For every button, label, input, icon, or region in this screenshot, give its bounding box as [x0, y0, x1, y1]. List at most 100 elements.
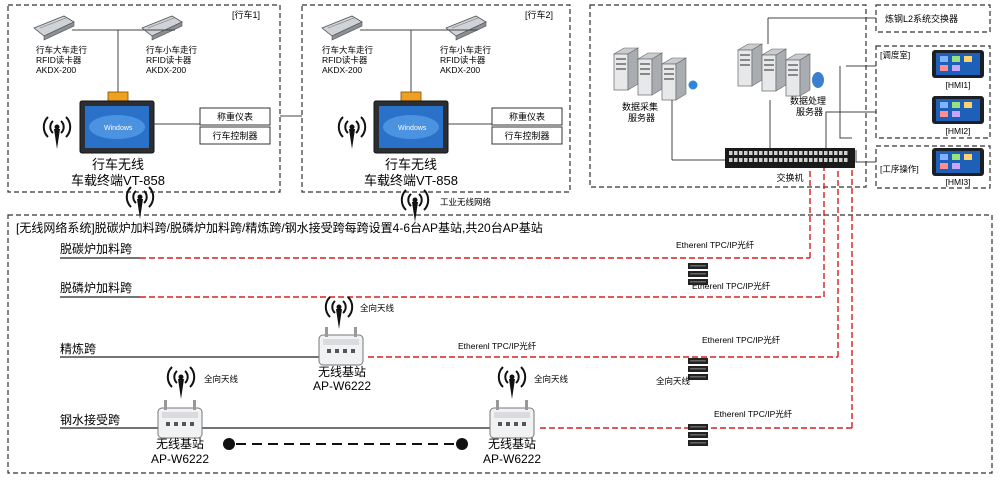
ap-right-name: 无线基站 — [488, 437, 536, 451]
switch-port — [754, 151, 758, 155]
industrial-antenna-icon — [400, 189, 430, 223]
ap-right-omni-label: 全向天线 — [534, 374, 569, 384]
fiber-converter-2 — [688, 358, 708, 380]
hmi2-label: [HMI2] — [945, 126, 970, 136]
switch-ports — [729, 151, 848, 162]
l2-switch-label: 炼钢L2系统交换器 — [885, 13, 958, 24]
switch-port — [804, 158, 808, 162]
right-omni-label: 全向天线 — [656, 376, 691, 386]
fiber-label-2: Etherenl TPC/IP光纤 — [692, 281, 771, 291]
ap-left-icon — [157, 399, 203, 439]
switch-port — [824, 151, 828, 155]
switch-port — [779, 158, 783, 162]
switch-port — [834, 158, 838, 162]
ap-right-model: AP-W6222 — [483, 452, 541, 466]
ap-center-model: AP-W6222 — [313, 379, 371, 393]
crane2-terminal-model: 车载终端VT-858 — [364, 173, 458, 188]
process-server-icon-3 — [785, 53, 811, 97]
crane1-terminal-title: 行车无线 — [92, 157, 144, 172]
hmi3-label: [HMI3] — [945, 177, 970, 187]
crane1-tag: [行车1] — [232, 9, 260, 20]
switch-port — [814, 151, 818, 155]
switch-port — [749, 158, 753, 162]
hmi1-icon — [932, 50, 984, 78]
hmi1-label: [HMI1] — [945, 80, 970, 90]
crane2-terminal-title: 行车无线 — [385, 157, 437, 172]
crane2-antenna-icon — [337, 116, 367, 150]
collect-server-l1: 数据采集 — [622, 101, 658, 112]
crane1-meter-box — [199, 107, 271, 126]
ap-center-name: 无线基站 — [318, 365, 366, 379]
switch-port — [759, 151, 763, 155]
ap-right-antenna-icon — [497, 366, 527, 400]
ap-left-model: AP-W6222 — [151, 452, 209, 466]
ap-center-icon — [318, 326, 364, 366]
ap-right-icon — [489, 399, 535, 439]
crane1-controller-box — [199, 126, 271, 145]
crane2-main-reader-l2: RFID读卡器 — [322, 55, 368, 65]
crane1-controller-label: 行车控制器 — [212, 130, 257, 141]
switch-port — [824, 158, 828, 162]
crane2-meter-box — [491, 107, 563, 126]
switch-port — [734, 151, 738, 155]
switch-port — [764, 158, 768, 162]
l2-switch-box — [875, 4, 991, 33]
fiber-label-3: Etherenl TPC/IP光纤 — [458, 341, 537, 351]
svg-text:Windows: Windows — [104, 125, 133, 132]
crane2-small-reader-l3: AKDX-200 — [440, 65, 480, 75]
svg-text:Windows: Windows — [398, 125, 427, 132]
crane1-small-reader-l1: 行车小车走行 — [146, 45, 198, 55]
switch-port — [729, 158, 733, 162]
switch-port — [739, 158, 743, 162]
switch-port — [779, 151, 783, 155]
lane-label-decarb: 脱碳炉加料跨 — [60, 241, 132, 256]
crane1-antenna-icon — [42, 116, 72, 150]
switch-port — [789, 151, 793, 155]
hmi2-icon — [932, 96, 984, 124]
switch-port — [744, 151, 748, 155]
switch-port — [749, 151, 753, 155]
switch-port — [794, 151, 798, 155]
switch-port — [834, 151, 838, 155]
crane1-main-reader-l1: 行车大车走行 — [36, 45, 88, 55]
collect-server-icon-2 — [637, 52, 663, 96]
ap-center-omni-label: 全向天线 — [360, 303, 395, 313]
crane2-main-reader-l3: AKDX-200 — [322, 65, 362, 75]
crane2-tag: [行车2] — [525, 9, 553, 20]
lane-label-refine: 精炼跨 — [60, 341, 96, 356]
process-op-box — [875, 145, 991, 189]
switch-label: 交换机 — [776, 172, 803, 183]
crane2-controller-label: 行车控制器 — [504, 130, 549, 141]
fiber-converter-3 — [688, 424, 708, 446]
crane1-meter-label: 称重仪表 — [217, 111, 253, 122]
switch-port — [809, 151, 813, 155]
switch-port — [844, 151, 848, 155]
crane2-meter-label: 称重仪表 — [509, 111, 545, 122]
hmi-link-a — [839, 66, 852, 139]
process-db-icon — [812, 72, 824, 88]
ap-left-name: 无线基站 — [156, 437, 204, 451]
switch-port — [829, 158, 833, 162]
switch-port — [769, 151, 773, 155]
crane2-small-reader-icon — [445, 15, 487, 41]
switch-port — [799, 158, 803, 162]
collect-server-icon-3 — [661, 57, 687, 101]
crane1-main-reader-l3: AKDX-200 — [36, 65, 76, 75]
switch-port — [754, 158, 758, 162]
dispatch-room-label: [调度室] — [880, 50, 910, 60]
switch-port — [734, 158, 738, 162]
switch-port — [814, 158, 818, 162]
crane2-controller-box — [491, 126, 563, 145]
fiber-label-4: Etherenl TPC/IP光纤 — [702, 335, 781, 345]
dispatch-room-box — [875, 45, 991, 139]
switch-port — [844, 158, 848, 162]
switch-port — [809, 158, 813, 162]
ap-link-dot-left — [223, 438, 235, 450]
wireless-title: [无线网络系统]脱碳炉加料跨/脱磷炉加料跨/精炼跨/钢水接受跨每跨设置4-6台A… — [16, 220, 543, 235]
switch-port — [794, 158, 798, 162]
hmi3-icon — [932, 148, 984, 176]
ap-left-antenna-icon — [166, 366, 196, 400]
process-server-icon-1 — [737, 43, 763, 87]
